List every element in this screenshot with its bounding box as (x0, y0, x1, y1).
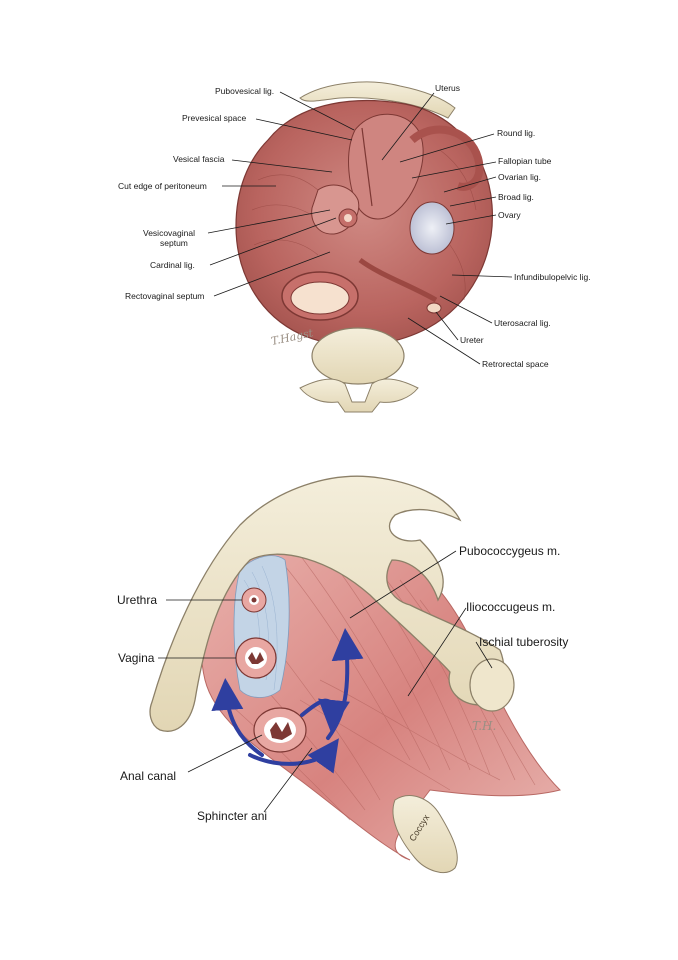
label-pubococcygeus: Pubococcygeus m. (459, 544, 560, 558)
label-uterus: Uterus (435, 83, 460, 93)
vagina (235, 637, 277, 679)
bottom-pelvic-floor-figure: T.H. Coccyx (149, 475, 561, 873)
label-ischial-tuberosity: Ischial tuberosity (479, 635, 568, 649)
label-vesicovaginal-2: septum (160, 238, 188, 248)
coccyx (392, 795, 458, 873)
label-pubovesical: Pubovesical lig. (215, 86, 274, 96)
ureter (426, 302, 442, 314)
sacral-vertebra (311, 327, 405, 385)
pubic-bone-top (299, 81, 456, 119)
top-signature: T.Hagst (270, 326, 315, 348)
label-prevesical: Prevesical space (182, 113, 247, 123)
label-cardinal: Cardinal lig. (150, 260, 195, 270)
top-pelvis-figure: T.Hagst (235, 81, 493, 413)
arrow-left-up (211, 678, 264, 757)
arrow-mid (300, 698, 350, 732)
contraction-arrows (211, 628, 364, 774)
fallopian-tube (409, 125, 484, 191)
label-ovarian: Ovarian lig. (498, 172, 541, 182)
label-uterosacral: Uterosacral lig. (494, 318, 551, 328)
bottom-signature: T.H. (472, 719, 496, 733)
anal-canal (253, 707, 307, 753)
label-vagina: Vagina (118, 651, 155, 665)
sacral-wings (299, 378, 419, 413)
uterus (348, 113, 424, 220)
label-vesical-fascia: Vesical fascia (173, 154, 225, 164)
ischial-tuberosity (469, 658, 515, 712)
label-anal-canal: Anal canal (120, 769, 176, 783)
label-infundibulopelvic: Infundibulopelvic lig. (514, 272, 591, 282)
label-round: Round lig. (497, 128, 535, 138)
top-labels: Pubovesical lig. Prevesical space Vesica… (118, 83, 591, 369)
label-rectovaginal: Rectovaginal septum (125, 291, 204, 301)
arrow-bottom-curve (248, 738, 339, 774)
ovary (409, 201, 455, 255)
pubic-arch (149, 475, 505, 732)
label-iliococcygeus: Iliococcugeus m. (466, 600, 555, 614)
label-broad: Broad lig. (498, 192, 534, 202)
label-vesicovaginal-1: Vesicovaginal (143, 228, 195, 238)
label-cut-edge: Cut edge of peritoneum (118, 181, 207, 191)
label-ureter: Ureter (460, 335, 484, 345)
urethra (241, 587, 267, 613)
label-fallopian: Fallopian tube (498, 156, 552, 166)
label-urethra: Urethra (117, 593, 157, 607)
top-leader-lines (207, 91, 513, 365)
label-sphincter-ani: Sphincter ani (197, 809, 267, 823)
bottom-labels: Pubococcygeus m. Iliococcugeus m. Ischia… (117, 544, 568, 823)
bottom-leader-lines (158, 550, 493, 813)
label-retrorectal: Retrorectal space (482, 359, 549, 369)
label-ovary: Ovary (498, 210, 521, 220)
